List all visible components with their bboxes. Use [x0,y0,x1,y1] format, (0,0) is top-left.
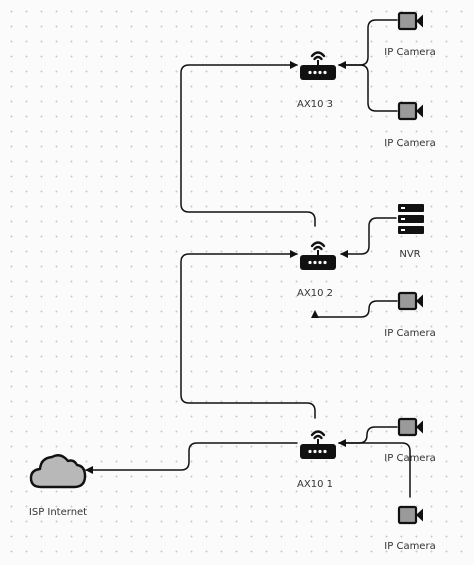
ip-camera-2-label: IP Camera [384,138,436,149]
arrowhead-camera-3 [311,310,319,318]
wifi-router-icon [300,430,336,459]
wifi-router-icon [300,51,336,80]
isp-internet-cloud[interactable] [28,450,88,492]
router-ax10-2-label: AX10 2 [297,288,333,299]
router-ax10-3-label: AX10 3 [297,99,333,110]
router-ax10-2[interactable] [297,234,339,274]
ip-camera-1-label: IP Camera [384,47,436,58]
router-ax10-1[interactable] [297,423,339,463]
link-camera-4-to-ax10-1 [338,426,398,447]
ip-camera-4-label: IP Camera [384,453,436,464]
link-camera-1-to-ax10-3 [338,19,398,69]
link-nvr-to-ax10-2 [340,217,397,258]
link-camera-5-to-ax10-1 [338,442,411,498]
nvr-server[interactable] [397,203,425,235]
router-ax10-3[interactable] [297,44,339,84]
nvr-label: NVR [399,249,421,260]
link-ax10-2-to-ax10-3 [180,61,316,227]
ip-camera-5-label: IP Camera [384,541,436,552]
isp-internet-label: ISP Internet [28,507,88,518]
link-ax10-1-to-ax10-2 [180,250,316,419]
ip-camera-3[interactable] [397,290,425,312]
link-camera-3-to-ax10-2 [314,300,398,318]
ip-camera-1[interactable] [397,10,425,32]
link-ax10-1-to-internet [85,442,298,474]
server-rack-icon [398,204,424,234]
ip-camera-2[interactable] [397,100,425,122]
ip-camera-3-label: IP Camera [384,328,436,339]
ip-camera-5[interactable] [397,504,425,526]
camera-icon [397,11,423,31]
wifi-router-icon [300,241,336,270]
camera-icon [397,417,423,437]
camera-icon [397,101,423,121]
ip-camera-4[interactable] [397,416,425,438]
link-camera-2-to-ax10-3 [338,64,398,112]
camera-icon [397,505,423,525]
camera-icon [397,291,423,311]
router-ax10-1-label: AX10 1 [297,479,333,490]
cloud-icon [29,454,87,489]
